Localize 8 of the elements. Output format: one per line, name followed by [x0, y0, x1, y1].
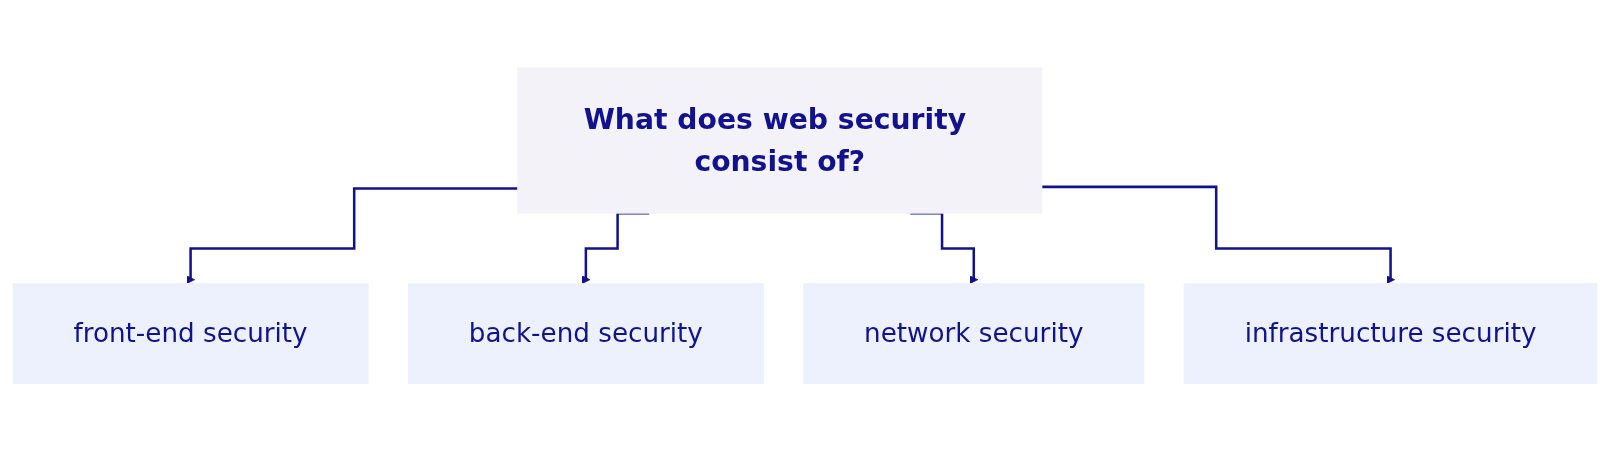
node-box [517, 67, 1043, 214]
node-box [803, 283, 1145, 385]
node-box [12, 283, 369, 385]
node-box [1183, 283, 1598, 385]
node-box [407, 283, 764, 385]
flowchart: What does web security consist of? front-end security back-end security network security infrastructure security [5, 60, 1605, 392]
arrow [186, 187, 518, 285]
arrow [1041, 185, 1395, 285]
